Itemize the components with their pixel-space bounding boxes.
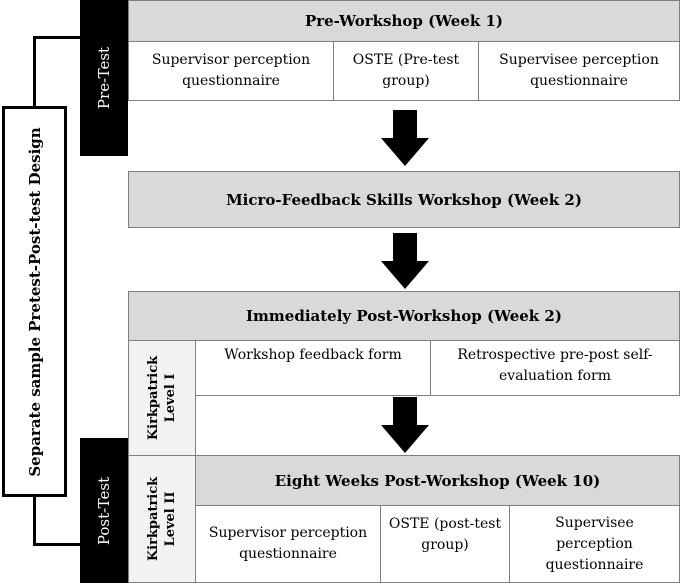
workshop-feedback-form: Workshop feedback form <box>195 340 431 396</box>
pre-supervisor-questionnaire: Supervisor perception questionnaire <box>128 41 334 101</box>
post-test-label: Post-Test <box>95 476 113 545</box>
bracket-vertical-top <box>33 36 36 106</box>
pre-workshop-title: Pre-Workshop (Week 1) <box>304 12 504 30</box>
immediate-post-title: Immediately Post-Workshop (Week 2) <box>246 307 562 325</box>
bracket-vertical-bottom <box>33 497 36 545</box>
design-label-box: Separate sample Pretest-Post-test Design <box>2 106 67 497</box>
kirkpatrick-level-2: Kirkpatrick Level II <box>128 455 196 583</box>
pre-test-label: Pre-Test <box>95 46 113 110</box>
eight-weeks-title: Eight Weeks Post-Workshop (Week 10) <box>274 471 601 490</box>
post-oste: OSTE (post-test group) <box>380 505 510 583</box>
immediate-post-header: Immediately Post-Workshop (Week 2) <box>128 291 680 341</box>
pre-workshop-header: Pre-Workshop (Week 1) <box>128 0 680 42</box>
eight-weeks-header: Eight Weeks Post-Workshop (Week 10) <box>195 455 680 506</box>
down-arrow-3 <box>381 397 429 453</box>
down-arrow-1 <box>381 110 429 166</box>
post-supervisee-questionnaire: Supervisee perception questionnaire <box>509 505 680 583</box>
pre-supervisee-questionnaire: Supervisee perception questionnaire <box>478 41 680 101</box>
bracket-bottom-horizontal <box>33 543 80 546</box>
bracket-top-horizontal <box>33 36 80 39</box>
down-arrow-2 <box>381 233 429 289</box>
post-test-tab: Post-Test <box>80 438 128 583</box>
pre-test-tab: Pre-Test <box>80 0 128 156</box>
pre-oste: OSTE (Pre-test group) <box>333 41 479 101</box>
workshop-title: Micro-Feedback Skills Workshop (Week 2) <box>226 190 582 209</box>
post-supervisor-questionnaire: Supervisor perception questionnaire <box>195 505 381 583</box>
design-label: Separate sample Pretest-Post-test Design <box>25 126 44 477</box>
kirkpatrick-level-1: Kirkpatrick Level I <box>128 340 196 456</box>
retrospective-evaluation-form: Retrospective pre-post self-evaluation f… <box>430 340 680 396</box>
workshop-header: Micro-Feedback Skills Workshop (Week 2) <box>128 171 680 228</box>
